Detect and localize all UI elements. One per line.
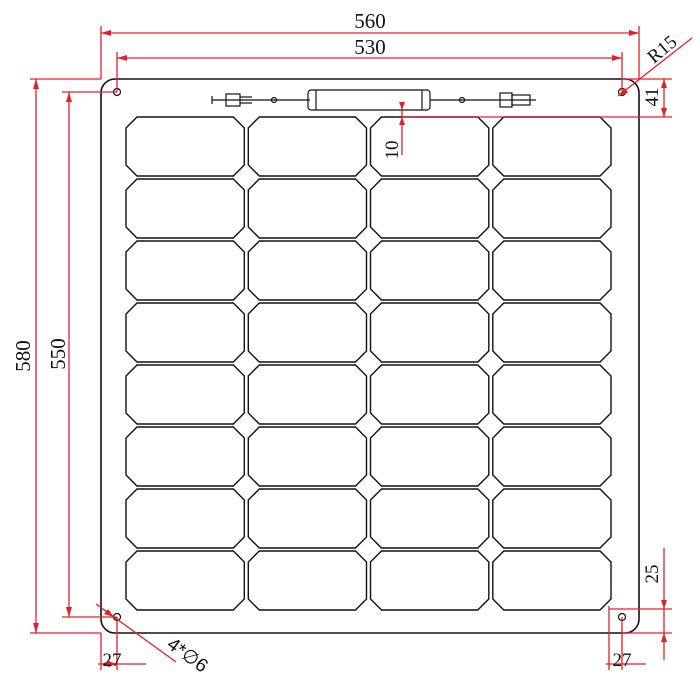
label-corner-radius: R15 <box>644 32 682 68</box>
dimension-hole-spacing-height <box>62 91 117 618</box>
solar-cell <box>247 550 368 611</box>
solar-cell <box>369 550 490 611</box>
dimension-hole-offset-right <box>606 606 646 670</box>
solar-cell <box>369 178 490 239</box>
solar-cell <box>125 426 246 487</box>
solar-cell <box>125 240 246 301</box>
solar-cell <box>492 364 612 425</box>
dimension-corner-radius <box>617 37 693 97</box>
label-hole-offset-right: 27 <box>613 650 632 671</box>
solar-cell <box>247 178 368 239</box>
label-hole-offset-bottom: 25 <box>642 565 663 584</box>
solar-cell <box>125 550 246 611</box>
dimension-junction-box-gap <box>399 102 405 155</box>
solar-cell <box>492 240 612 301</box>
dimension-hole-spacing-width <box>116 52 623 92</box>
solar-cell <box>492 550 612 611</box>
solar-cell <box>369 302 490 363</box>
solar-cell <box>369 488 490 549</box>
solar-cell <box>125 302 246 363</box>
label-junction-box-gap: 10 <box>382 141 403 160</box>
solar-cell <box>247 302 368 363</box>
solar-cell <box>125 116 246 177</box>
dimension-hole-offset-left <box>98 617 146 670</box>
solar-cell <box>247 364 368 425</box>
connector-left <box>225 93 241 107</box>
label-hole-spacing-width: 530 <box>354 35 386 59</box>
solar-cell <box>125 364 246 425</box>
solar-cell <box>247 426 368 487</box>
label-overall-height: 580 <box>11 340 35 372</box>
solar-cell <box>492 302 612 363</box>
solar-cell <box>492 116 612 177</box>
solar-cell <box>125 178 246 239</box>
junction-box <box>307 89 431 111</box>
solar-cell <box>492 488 612 549</box>
solar-cell <box>369 426 490 487</box>
label-hole-offset-top: 41 <box>642 88 663 107</box>
solar-cell <box>369 240 490 301</box>
solar-cell <box>492 178 612 239</box>
dimension-overall-width <box>100 26 640 79</box>
label-hole-spacing-height: 550 <box>46 338 70 370</box>
junction-box-cable <box>211 89 536 111</box>
panel-outline <box>100 78 640 634</box>
leader-mounting-holes <box>95 603 177 663</box>
solar-cell <box>247 116 368 177</box>
solar-cell <box>369 364 490 425</box>
solar-cell <box>247 488 368 549</box>
solar-cell <box>369 116 490 177</box>
solar-cell <box>125 488 246 549</box>
label-mounting-holes: 4*∅6 <box>163 634 212 677</box>
solar-cell <box>247 240 368 301</box>
dimension-overall-height <box>30 78 101 634</box>
dimension-hole-offset-top <box>402 78 672 118</box>
dimension-hole-offset-bottom <box>609 548 672 660</box>
solar-cell <box>492 426 612 487</box>
label-overall-width: 560 <box>354 9 386 33</box>
solar-cell-grid <box>125 116 612 611</box>
label-hole-offset-left: 27 <box>103 650 122 671</box>
